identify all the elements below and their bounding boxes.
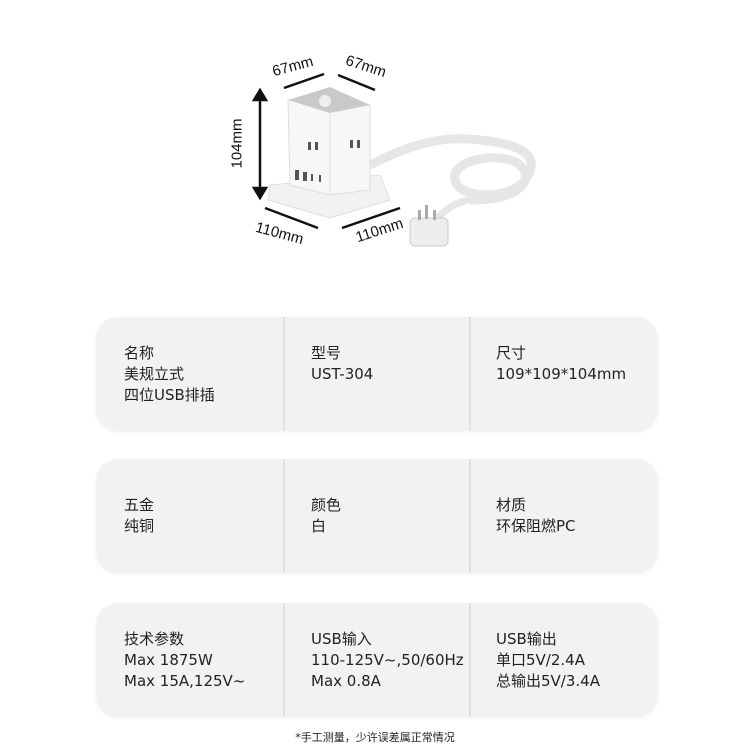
- divider: [469, 603, 471, 717]
- divider: [283, 459, 285, 573]
- spec-card-electrical: 技术参数 Max 1875W Max 15A,125V~ USB输入 110-125V…: [96, 603, 658, 717]
- spec-value: 单口5V/2.4A: [496, 650, 585, 669]
- spec-value: 环保阻燃PC: [496, 517, 576, 535]
- spec-label: 尺寸: [496, 343, 527, 362]
- spec-label: 材质: [496, 496, 527, 514]
- spec-value: Max 0.8A: [311, 671, 381, 690]
- spec-label: USB输入: [311, 629, 372, 648]
- spec-material: 材质环保阻燃PC: [496, 459, 576, 573]
- spec-label: 技术参数: [124, 629, 185, 648]
- divider: [283, 317, 285, 431]
- spec-value: UST-304: [311, 364, 374, 383]
- spec-usb-output: USB输出单口5V/2.4A 总输出5V/3.4A: [496, 603, 600, 717]
- spec-value: 美规立式: [124, 364, 185, 383]
- divider: [469, 317, 471, 431]
- spec-color: 颜色白: [311, 459, 341, 573]
- spec-card-basic: 名称美规立式四位USB排插 型号 UST-304 尺寸 109*109*104mm: [96, 317, 658, 431]
- spec-size: 尺寸 109*109*104mm: [496, 317, 626, 431]
- divider: [283, 603, 285, 717]
- spec-value: 白: [311, 517, 327, 535]
- spec-value: 109*109*104mm: [496, 364, 627, 383]
- spec-value: 纯铜: [124, 517, 155, 535]
- spec-label: 五金: [124, 496, 155, 514]
- spec-label: 型号: [311, 343, 342, 362]
- spec-card-material: 五金纯铜 颜色白 材质环保阻燃PC: [96, 459, 658, 573]
- spec-value: 110-125V~,50/60Hz: [311, 650, 464, 669]
- dimension-height: 104mm: [228, 118, 246, 169]
- spec-name: 名称美规立式四位USB排插: [124, 317, 215, 431]
- power-strip-illustration: [251, 72, 536, 247]
- divider: [469, 459, 471, 573]
- product-image: 67mm 67mm 104mm 110mm 110mm: [220, 50, 560, 260]
- spec-hardware: 五金纯铜: [124, 459, 154, 573]
- spec-value: 四位USB排插: [124, 385, 215, 404]
- spec-label: 名称: [124, 343, 155, 362]
- spec-technical: 技术参数 Max 1875W Max 15A,125V~: [124, 603, 245, 717]
- spec-label: 颜色: [311, 496, 342, 514]
- spec-value: Max 1875W: [124, 650, 213, 669]
- spec-label: USB输出: [496, 629, 557, 648]
- spec-value: 总输出5V/3.4A: [496, 671, 600, 690]
- spec-model: 型号 UST-304: [311, 317, 373, 431]
- footnote: *手工测量，少许误差属正常情况: [295, 731, 455, 744]
- spec-value: Max 15A,125V~: [124, 671, 246, 690]
